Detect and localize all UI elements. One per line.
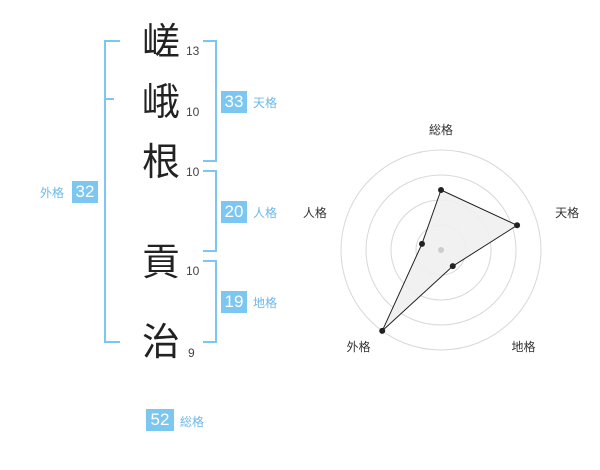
name-char-2: 峨 <box>141 80 180 124</box>
stroke-count-3: 10 <box>186 165 200 179</box>
radar-point-2 <box>514 222 521 229</box>
radar-point-3 <box>449 263 456 270</box>
soukaku-label: 総格 <box>180 415 205 429</box>
gaikaku-bracket <box>104 40 120 343</box>
radar-ring <box>340 149 542 351</box>
tenkaku-label: 天格 <box>253 96 278 110</box>
radar-axis-label-4: 外格 <box>346 339 370 354</box>
radar-axis-label-3: 地格 <box>512 339 536 354</box>
name-char-3: 根 <box>141 140 180 184</box>
radar-axis-label-2: 天格 <box>555 205 579 220</box>
radar-ring <box>365 174 517 326</box>
radar-center <box>438 247 444 253</box>
chikaku-label: 地格 <box>253 296 278 310</box>
stroke-count-5: 9 <box>188 346 195 360</box>
chikaku-badge: 19 <box>221 291 247 313</box>
gaikaku-badge: 32 <box>72 181 98 203</box>
radar-axis-label-5: 人格 <box>303 205 327 220</box>
jinkaku-badge: 20 <box>221 201 247 223</box>
radar-point-1 <box>438 187 444 193</box>
radar-point-5 <box>418 240 425 247</box>
jinkaku-label: 人格 <box>253 206 278 220</box>
stroke-count-1: 13 <box>186 44 200 58</box>
gaikaku-label: 外格 <box>40 186 65 200</box>
radar-axis-label-1: 総格 <box>429 122 453 137</box>
tenkaku-bracket <box>203 40 217 162</box>
name-char-1: 嵯 <box>141 20 180 64</box>
radar-point-4 <box>379 327 386 334</box>
name-char-4: 貢 <box>141 240 180 284</box>
tenkaku-badge: 33 <box>221 91 247 113</box>
name-char-5: 治 <box>141 320 180 364</box>
soukaku-badge: 52 <box>146 409 174 431</box>
stroke-count-4: 10 <box>186 264 200 278</box>
bracket-tick <box>104 98 114 100</box>
stroke-count-2: 10 <box>186 105 200 119</box>
jinkaku-bracket <box>203 170 217 252</box>
chikaku-bracket <box>203 260 217 343</box>
radar-polygon <box>381 189 519 332</box>
